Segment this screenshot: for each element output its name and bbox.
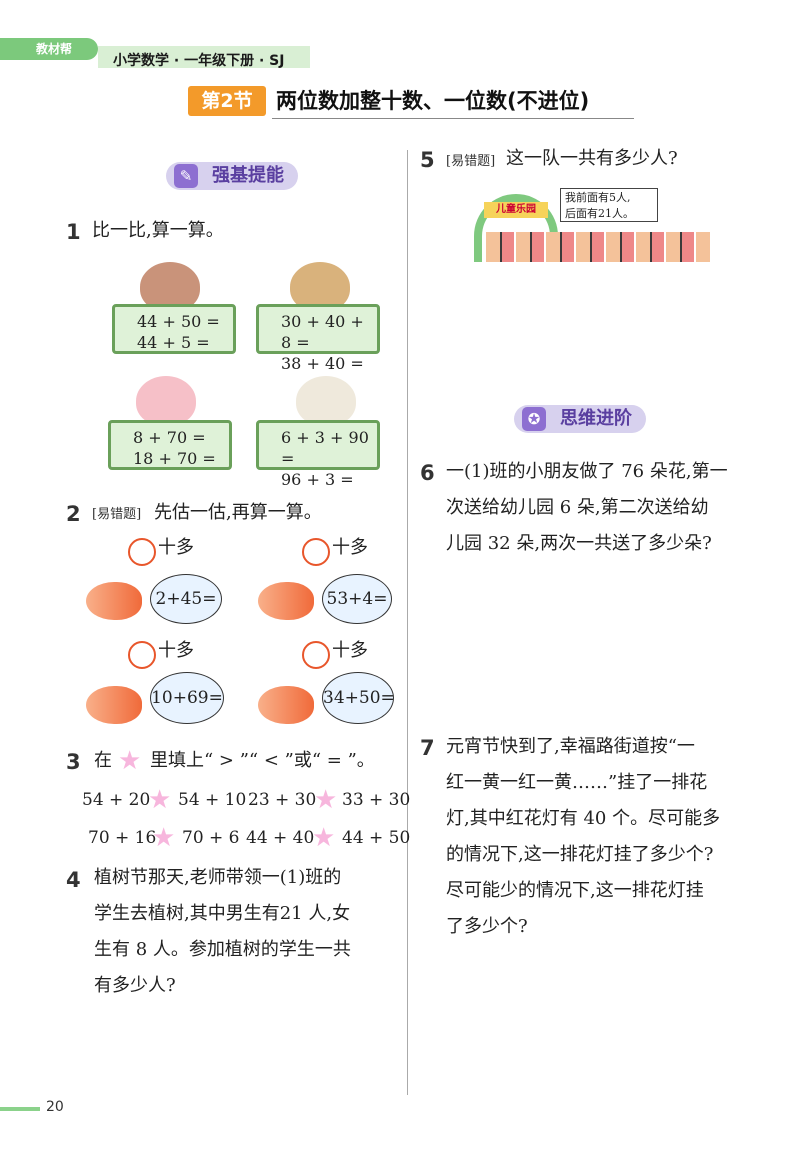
question-number: 5 — [420, 148, 435, 172]
basic-pill-label: 强基提能 — [212, 165, 284, 186]
board-line: 18 + 70 = — [133, 449, 216, 468]
error-prone-tag: [易错题] — [446, 154, 496, 169]
question-text: 一(1)班的小朋友做了 76 朵花,第一 次送给幼儿园 6 朵,第二次送给幼 儿… — [446, 454, 776, 562]
estimate-label: 十多 — [332, 640, 368, 661]
answer-circle[interactable] — [302, 641, 330, 669]
answer-circle[interactable] — [128, 538, 156, 566]
text-line: 元宵节快到了,幸福路街道按“一 — [446, 736, 695, 757]
monkey-icon — [290, 262, 350, 312]
text-line: 儿园 32 朵,两次一共送了多少朵? — [446, 533, 712, 554]
board-line: 44 + 50 = — [137, 312, 220, 331]
question-number: 4 — [66, 868, 81, 892]
question-text: 这一队一共有多少人? — [506, 148, 678, 169]
footer-bar — [0, 1107, 40, 1111]
column-divider — [407, 150, 408, 1095]
compare-left: 23 + 30 — [248, 790, 317, 810]
text-line: 有多少人? — [94, 975, 176, 996]
section-tag: 第2节 — [188, 86, 266, 116]
question-number: 1 — [66, 220, 81, 244]
speech-line: 后面有21人。 — [565, 207, 634, 220]
question-text: 先估一估,再算一算。 — [154, 502, 322, 523]
advanced-pill-label: 思维进阶 — [560, 408, 632, 429]
compare-left: 54 + 20 — [82, 790, 151, 810]
math-board: 6 + 3 + 90 = 96 + 3 = — [256, 420, 380, 489]
star-blank[interactable]: ★ — [314, 785, 338, 815]
children-queue — [486, 232, 710, 262]
compare-right: 44 + 50 — [342, 828, 411, 848]
page-number: 20 — [46, 1099, 64, 1115]
question-text: 比一比,算一算。 — [92, 220, 224, 241]
math-board: 8 + 70 = 18 + 70 = — [108, 420, 232, 470]
question-number: 3 — [66, 750, 81, 774]
board-line: 30 + 40 + 8 = — [281, 312, 364, 352]
text-line: 生有 8 人。参加植树的学生一共 — [94, 939, 351, 960]
board-line: 38 + 40 = — [281, 354, 364, 373]
question-text: 元宵节快到了,幸福路街道按“一 红一黄一红一黄……”挂了一排花 灯,其中红花灯有… — [446, 729, 776, 945]
expression-bubble: 10+69= — [150, 672, 224, 724]
text-line: 一(1)班的小朋友做了 76 朵花,第一 — [446, 461, 728, 482]
text-line: 的情况下,这一排花灯挂了多少个? — [446, 844, 714, 865]
compare-left: 44 + 40 — [246, 828, 315, 848]
board-line: 6 + 3 + 90 = — [281, 428, 369, 468]
question-number: 7 — [420, 736, 435, 760]
queue-illustration: 儿童乐园 我前面有5人, 后面有21人。 — [466, 188, 720, 270]
section-title: 两位数加整十数、一位数(不进位) — [276, 89, 590, 113]
section-underline — [272, 118, 634, 119]
math-board: 30 + 40 + 8 = 38 + 40 = — [256, 304, 380, 373]
fish-icon — [86, 686, 142, 724]
book-title: 小学数学 · 一年级下册 · SJ — [113, 53, 285, 69]
park-gate — [474, 194, 558, 262]
error-prone-tag: [易错题] — [92, 507, 142, 522]
text-line: 红一黄一红一黄……”挂了一排花 — [446, 772, 708, 793]
board-line: 44 + 5 = — [137, 333, 210, 352]
compare-right: 33 + 30 — [342, 790, 411, 810]
speech-line: 我前面有5人, — [565, 191, 631, 204]
horse-icon — [140, 262, 200, 312]
medal-icon: ✪ — [522, 407, 546, 431]
estimate-label: 十多 — [158, 537, 194, 558]
star-blank[interactable]: ★ — [152, 823, 176, 853]
answer-circle[interactable] — [128, 641, 156, 669]
speech-bubble: 我前面有5人, 后面有21人。 — [560, 188, 658, 222]
question-number: 6 — [420, 461, 435, 485]
fish-icon — [258, 686, 314, 724]
compare-right: 70 + 6 — [182, 828, 240, 848]
expression-bubble: 2+45= — [150, 574, 222, 624]
estimate-label: 十多 — [332, 537, 368, 558]
text-line: 灯,其中红花灯有 40 个。尽可能多 — [446, 808, 721, 829]
expression-bubble: 34+50= — [322, 672, 395, 724]
advanced-pill: ✪ 思维进阶 — [514, 405, 646, 433]
text-line: 学生去植树,其中男生有21 人,女 — [94, 903, 351, 924]
fish-icon — [86, 582, 142, 620]
estimate-label: 十多 — [158, 640, 194, 661]
answer-circle[interactable] — [302, 538, 330, 566]
question-text: 里填上“ > ”“ < ”或“ = ”。 — [150, 750, 375, 771]
compare-right: 54 + 10 — [178, 790, 247, 810]
question-number: 2 — [66, 502, 81, 526]
header-band — [98, 46, 310, 68]
expression-bubble: 53+4= — [322, 574, 392, 624]
brand-tab: 教材帮 — [0, 38, 98, 60]
question-text: 在 — [94, 750, 112, 771]
board-line: 8 + 70 = — [133, 428, 206, 447]
pencil-icon: ✎ — [174, 164, 198, 188]
pig-icon — [136, 376, 196, 426]
goat-icon — [296, 376, 356, 426]
board-line: 96 + 3 = — [281, 470, 354, 489]
text-line: 了多少个? — [446, 916, 528, 937]
text-line: 次送给幼儿园 6 朵,第二次送给幼 — [446, 497, 709, 518]
star-blank[interactable]: ★ — [148, 785, 172, 815]
gate-sign: 儿童乐园 — [484, 202, 548, 218]
text-line: 尽可能少的情况下,这一排花灯挂 — [446, 880, 704, 901]
basic-pill: ✎ 强基提能 — [166, 162, 298, 190]
math-board: 44 + 50 = 44 + 5 = — [112, 304, 236, 354]
star-blank[interactable]: ★ — [312, 823, 336, 853]
compare-left: 70 + 16 — [88, 828, 157, 848]
fish-icon — [258, 582, 314, 620]
text-line: 植树节那天,老师带领一(1)班的 — [94, 867, 342, 888]
question-text: 植树节那天,老师带领一(1)班的 学生去植树,其中男生有21 人,女 生有 8 … — [94, 860, 404, 1004]
star-icon: ★ — [118, 746, 142, 776]
